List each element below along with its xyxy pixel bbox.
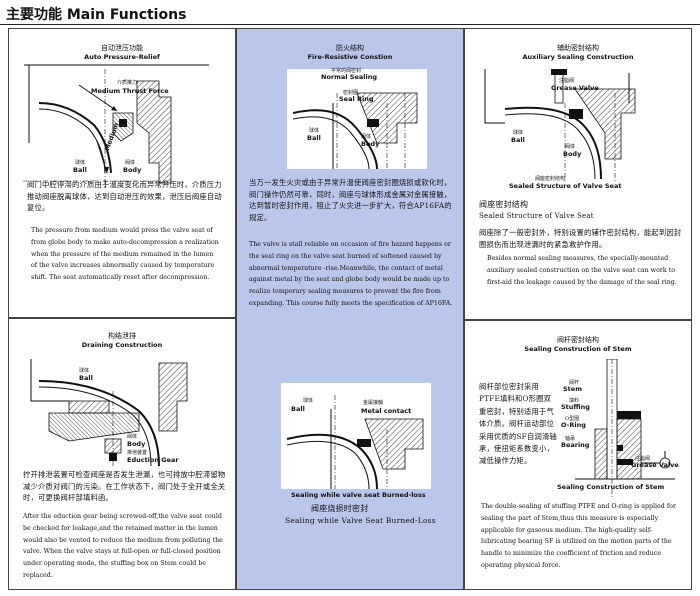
- panel-title-zh: 构结泄排: [108, 332, 136, 340]
- section-subtitle-zh: 阀座密封结构: [479, 200, 529, 209]
- fire-resistive-burned-diagram: [281, 383, 431, 489]
- description-en: The pressure from medium would press the…: [31, 227, 219, 282]
- bearing-label: Bearing: [561, 441, 590, 449]
- panel-title-en: Auxiliary Sealing Construction: [522, 53, 634, 61]
- ball-label: Ball: [511, 136, 525, 144]
- stem-sealing-diagram: [575, 359, 675, 497]
- panel-title-zh: 防火结构: [336, 44, 364, 52]
- o-ring-label: O-Ring: [561, 421, 586, 429]
- seal-ring-label-zh: 密封圈: [343, 90, 359, 96]
- grease-valve-label: Grease Valve: [551, 84, 599, 92]
- panel-title-en: Fire-Resistive Constion: [307, 53, 393, 61]
- description-zh: 阀门中腔停滞的介质由于温度变化而异常升压时，介质压力推动阀座脱离球体，达到自动泄…: [27, 180, 222, 212]
- ball-label-zh: 球体: [303, 398, 314, 404]
- panel-title-zh: 辅助密封结构: [557, 44, 599, 52]
- description-en: The valve is stall reliable on occasion …: [249, 241, 453, 307]
- body-label: Body: [361, 140, 380, 148]
- description-en: After the eduction gear being screwed-of…: [23, 513, 223, 579]
- panel-title-en: Auto Pressure-Relief: [84, 53, 160, 61]
- medium-thrust-label: Medium Thrust Force: [91, 87, 169, 95]
- ball-label-zh: 球体: [79, 368, 90, 374]
- grease-valve-label: Grease Valve: [631, 461, 679, 469]
- body-label-zh: 阀体: [127, 434, 138, 440]
- panel-title-en: Sealing Construction of Stem: [524, 345, 632, 353]
- ball-label: Ball: [307, 134, 321, 142]
- normal-sealing-label: Normal Sealing: [321, 73, 377, 81]
- stuffing-label: Stuffing: [561, 403, 590, 411]
- panel-title-zh: 阀杆密封结构: [557, 336, 599, 344]
- heading-divider: [0, 24, 700, 25]
- panel-auto-pressure-relief: 自动泄压功能 Auto Pressure-Relief 介质推力 Medium …: [8, 28, 236, 318]
- ball-label-zh: 球体: [75, 160, 86, 166]
- bearing-label-zh: 轴承: [565, 436, 576, 442]
- panel-auxiliary-sealing: 辅助密封结构 Auxiliary Sealing Construction 注脂…: [464, 28, 692, 320]
- ball-label-zh: 球体: [513, 130, 524, 136]
- metal-contact-label-zh: 金属接触: [363, 400, 384, 406]
- body-label: Body: [127, 440, 146, 448]
- page-heading: 主要功能 Main Functions: [6, 7, 187, 23]
- stem-label-zh: 阀杆: [569, 380, 580, 386]
- o-ring-label-zh: O型圈: [565, 416, 580, 422]
- body-label-zh: 阀体: [361, 134, 372, 140]
- stem-label: Stem: [563, 385, 582, 393]
- description-zh: 阀座除了一般密封外，特别设置的辅作密封结构，能起到因封圈损伤而出现泄漏时的紧急救…: [479, 228, 682, 249]
- grease-valve-label-zh: 注脂阀: [559, 78, 575, 84]
- body-label: Body: [563, 150, 582, 158]
- normal-sealing-label-zh: 平常的阀密封: [331, 68, 362, 74]
- body-label: Body: [123, 166, 142, 174]
- medium-thrust-label-zh: 介质推力: [117, 80, 138, 86]
- ball-label: Ball: [79, 374, 93, 382]
- ball-label: Ball: [73, 166, 87, 174]
- seat-structure-caption: Sealed Structure of Valve Seat: [509, 182, 622, 190]
- panel-title-zh: 自动泄压功能: [101, 44, 143, 52]
- description-en: Besides normal sealing measures, the spe…: [487, 255, 677, 286]
- description-zh: 阀杆部位密封采用PTFE填料和O形圈双重密封，特别适用于气体介质。阀杆运动部位采…: [479, 382, 557, 466]
- auto-pressure-relief-diagram: [23, 64, 209, 189]
- body-label-zh: 阀体: [125, 160, 136, 166]
- grease-valve-label-zh: 注脂阀: [635, 456, 651, 462]
- burned-loss-title-en: Sealing while Valve Seat Burned-Loss: [285, 516, 436, 525]
- draining-construction-diagram: [30, 359, 188, 466]
- ball-label-zh: 球体: [309, 128, 320, 134]
- body-label-zh: 阀体: [565, 144, 576, 150]
- panel-draining-construction: 构结泄排 Draining Construction 球体 Ball 阀体 Bo…: [8, 318, 236, 590]
- ball-label: Ball: [291, 405, 305, 413]
- stem-sealing-caption: Sealing Construction of Stem: [557, 483, 665, 491]
- eduction-gear-label-zh: 排泄装置: [127, 450, 148, 456]
- eduction-gear-label: Eduction Gear: [127, 456, 179, 464]
- fire-resistive-normal-diagram: [287, 69, 427, 170]
- panel-title-en: Draining Construction: [81, 341, 163, 349]
- burned-loss-caption: Sealing while valve seat Burned-loss: [291, 491, 426, 499]
- panel-stem-sealing: 阀杆密封结构 Sealing Construction of Stem 阀杆 S…: [464, 320, 692, 590]
- section-subtitle-en: Sealed Structure of Valve Seat: [479, 212, 594, 220]
- stuffing-label-zh: 填料: [569, 398, 580, 404]
- description-en: The double-sealing of stuffing PTFE and …: [481, 503, 676, 569]
- description-zh: 当万一发生火灾或由于异常升温使阀座密封圈烧损或软化时，阀门操作仍然可靠，同时，阀…: [249, 178, 452, 222]
- seal-ring-label: Seal Ring: [339, 95, 374, 103]
- metal-contact-label: Metal contact: [361, 407, 412, 415]
- description-zh: 拧开排泄装置可检查阀座是否发生泄漏，也可排放中腔滞留物减少介质对阀门的污染。在工…: [23, 470, 226, 502]
- auxiliary-sealing-diagram: [484, 69, 636, 181]
- seat-structure-caption-zh: 阀座密封结构: [535, 176, 566, 182]
- panel-fire-resistive: 防火结构 Fire-Resistive Constion 平常的阀密封 Norm…: [236, 28, 464, 590]
- burned-loss-title-zh: 阀座烧损时密封: [311, 504, 369, 513]
